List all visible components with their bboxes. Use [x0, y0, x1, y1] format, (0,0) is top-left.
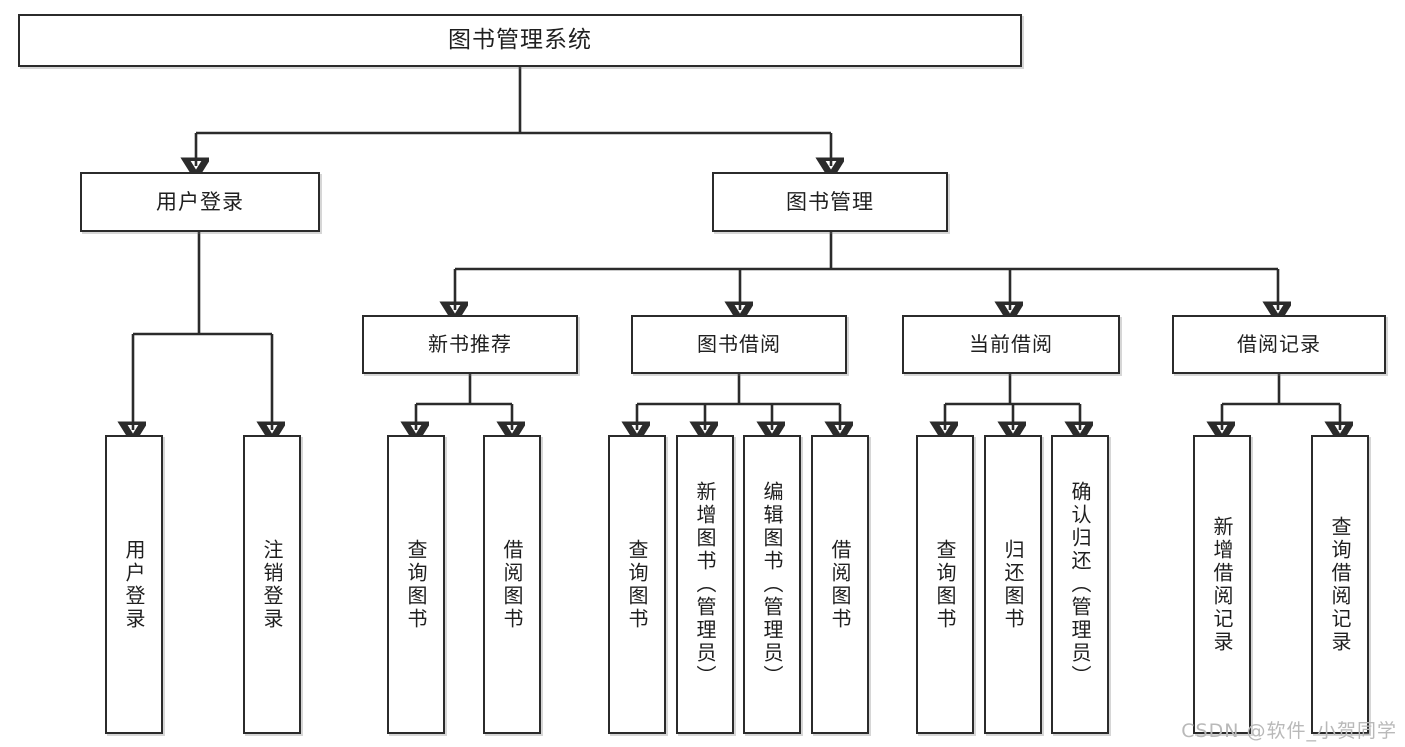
leaf-book-borrow-edit[interactable]: 编辑图书（管理员） — [743, 435, 801, 734]
leaf-borrow-record-query[interactable]: 查询借阅记录 — [1311, 435, 1369, 734]
leaf-user-login-logout[interactable]: 注销登录 — [243, 435, 301, 734]
node-book-borrow-label: 图书借阅 — [697, 331, 781, 356]
node-current-borrow[interactable]: 当前借阅 — [902, 315, 1120, 374]
node-book-management-label: 图书管理 — [786, 189, 874, 214]
node-new-book-recommend[interactable]: 新书推荐 — [362, 315, 578, 374]
node-borrow-record[interactable]: 借阅记录 — [1172, 315, 1386, 374]
leaf-book-borrow-query-label: 查询图书 — [625, 538, 649, 631]
leaf-current-borrow-confirm[interactable]: 确认归还（管理员） — [1051, 435, 1109, 734]
leaf-book-borrow-add[interactable]: 新增图书（管理员） — [676, 435, 734, 734]
leaf-current-borrow-return[interactable]: 归还图书 — [984, 435, 1042, 734]
node-borrow-record-label: 借阅记录 — [1237, 331, 1321, 356]
node-book-borrow[interactable]: 图书借阅 — [631, 315, 847, 374]
node-root-system-label: 图书管理系统 — [448, 26, 592, 53]
leaf-current-borrow-confirm-label: 确认归还（管理员） — [1068, 481, 1092, 688]
leaf-current-borrow-return-label: 归还图书 — [1001, 538, 1025, 631]
leaf-borrow-record-add[interactable]: 新增借阅记录 — [1193, 435, 1251, 734]
leaf-user-login-login-label: 用户登录 — [122, 538, 146, 631]
leaf-new-book-borrow[interactable]: 借阅图书 — [483, 435, 541, 734]
leaf-book-borrow-borrow-label: 借阅图书 — [828, 538, 852, 631]
watermark: CSDN @软件_小贺同学 — [1181, 720, 1397, 742]
leaf-book-borrow-add-label: 新增图书（管理员） — [693, 481, 717, 688]
node-book-management[interactable]: 图书管理 — [712, 172, 948, 232]
leaf-borrow-record-query-label: 查询借阅记录 — [1328, 515, 1352, 654]
node-root-system[interactable]: 图书管理系统 — [18, 14, 1022, 67]
leaf-current-borrow-query-label: 查询图书 — [933, 538, 957, 631]
leaf-user-login-login[interactable]: 用户登录 — [105, 435, 163, 734]
leaf-user-login-logout-label: 注销登录 — [260, 538, 284, 631]
leaf-book-borrow-edit-label: 编辑图书（管理员） — [760, 481, 784, 688]
node-new-book-recommend-label: 新书推荐 — [428, 331, 512, 356]
leaf-borrow-record-add-label: 新增借阅记录 — [1210, 515, 1234, 654]
node-user-login[interactable]: 用户登录 — [80, 172, 320, 232]
leaf-new-book-borrow-label: 借阅图书 — [500, 538, 524, 631]
leaf-book-borrow-borrow[interactable]: 借阅图书 — [811, 435, 869, 734]
leaf-book-borrow-query[interactable]: 查询图书 — [608, 435, 666, 734]
node-current-borrow-label: 当前借阅 — [969, 331, 1053, 356]
leaf-new-book-query-label: 查询图书 — [404, 538, 428, 631]
node-user-login-label: 用户登录 — [156, 189, 244, 214]
leaf-current-borrow-query[interactable]: 查询图书 — [916, 435, 974, 734]
leaf-new-book-query[interactable]: 查询图书 — [387, 435, 445, 734]
